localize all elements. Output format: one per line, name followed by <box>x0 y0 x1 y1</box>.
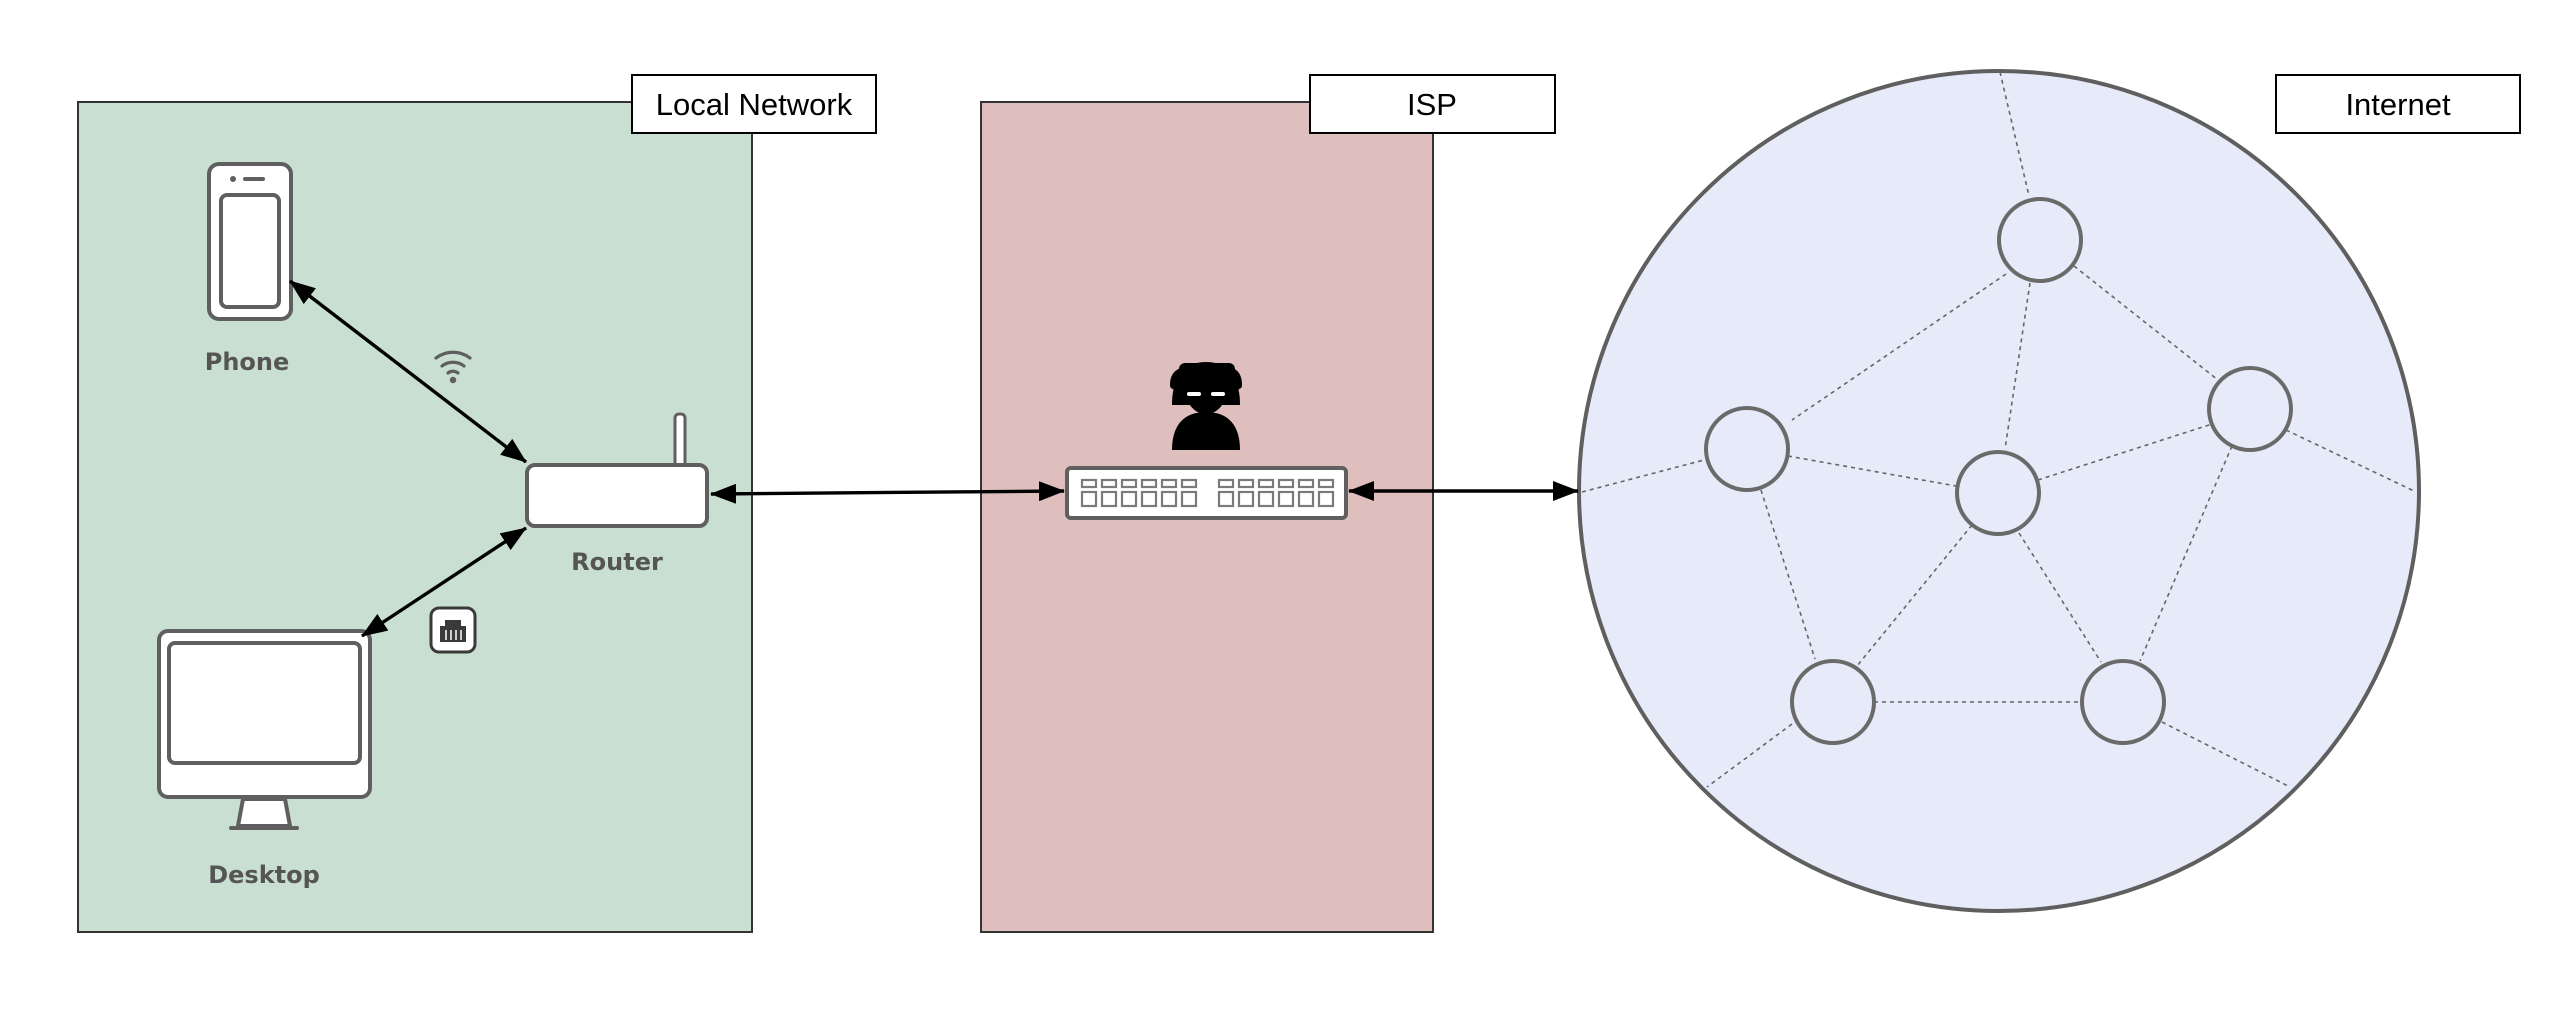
switch-port-led <box>1120 478 1138 489</box>
internet-node <box>1704 406 1790 492</box>
local-network-title-box: Local Network <box>631 74 877 134</box>
internet-mesh-nodes <box>1704 197 2293 745</box>
internet-node <box>1790 659 1876 745</box>
internet-node <box>2080 659 2166 745</box>
isp-title: ISP <box>1407 87 1457 122</box>
desktop-device[interactable]: Desktop <box>157 629 372 889</box>
router-device[interactable]: Router <box>525 412 709 576</box>
phone-router-link <box>288 279 528 464</box>
switch-port <box>1080 490 1098 508</box>
switch-port-led <box>1317 478 1335 489</box>
switch-port-led <box>1160 478 1178 489</box>
switch-port-led <box>1100 478 1118 489</box>
mesh-link <box>2018 532 2102 663</box>
switch-ports <box>1080 478 1335 508</box>
internet-mesh-links <box>1581 71 2415 788</box>
mesh-link <box>1706 723 1793 788</box>
switch-port <box>1160 490 1178 508</box>
switch-port <box>1277 490 1295 508</box>
mesh-link <box>1856 524 1973 667</box>
mesh-link <box>1760 489 1816 660</box>
ethernet-port-icon <box>429 606 477 654</box>
switch-port <box>1237 490 1255 508</box>
local-network-zone: Local Network <box>77 74 877 933</box>
desktop-icon <box>157 629 372 830</box>
desktop-router-link <box>361 526 527 638</box>
switch-port-led <box>1237 478 1255 489</box>
mesh-link <box>2139 445 2233 662</box>
mesh-link <box>1999 71 2030 197</box>
phone-icon <box>207 162 293 321</box>
switch-port-led <box>1257 478 1275 489</box>
router-isp-link <box>710 481 1065 504</box>
mesh-link <box>1791 273 2007 421</box>
phone-label: Phone <box>205 348 290 376</box>
internet-node <box>1997 197 2083 283</box>
internet-zone: Internet <box>1577 69 2521 913</box>
local-network-title: Local Network <box>656 87 853 122</box>
router-label: Router <box>571 548 663 576</box>
spy-icon <box>1170 362 1242 450</box>
router-icon <box>525 412 709 528</box>
internet-node <box>2207 366 2293 452</box>
mesh-link <box>2037 423 2213 481</box>
switch-port-led <box>1217 478 1235 489</box>
switch-port <box>1120 490 1138 508</box>
internet-node <box>1955 450 2041 536</box>
mesh-link <box>2073 265 2219 381</box>
switch-port-led <box>1080 478 1098 489</box>
network-switch-icon[interactable] <box>1065 466 1348 520</box>
switch-port-led <box>1297 478 1315 489</box>
switch-port <box>1317 490 1335 508</box>
switch-port <box>1217 490 1235 508</box>
mesh-link <box>1581 459 1705 493</box>
desktop-label: Desktop <box>208 861 320 889</box>
phone-device[interactable]: Phone <box>205 162 293 376</box>
switch-port-led <box>1180 478 1198 489</box>
isp-title-box: ISP <box>1309 74 1556 134</box>
switch-port <box>1257 490 1275 508</box>
switch-port-led <box>1277 478 1295 489</box>
connections <box>288 279 1579 638</box>
internet-title-box: Internet <box>2275 74 2521 134</box>
mesh-link <box>2004 282 2031 450</box>
switch-port <box>1297 490 1315 508</box>
switch-port <box>1100 490 1118 508</box>
internet-title: Internet <box>2345 87 2451 122</box>
switch-port-led <box>1140 478 1158 489</box>
switch-port <box>1140 490 1158 508</box>
switch-port <box>1180 490 1198 508</box>
